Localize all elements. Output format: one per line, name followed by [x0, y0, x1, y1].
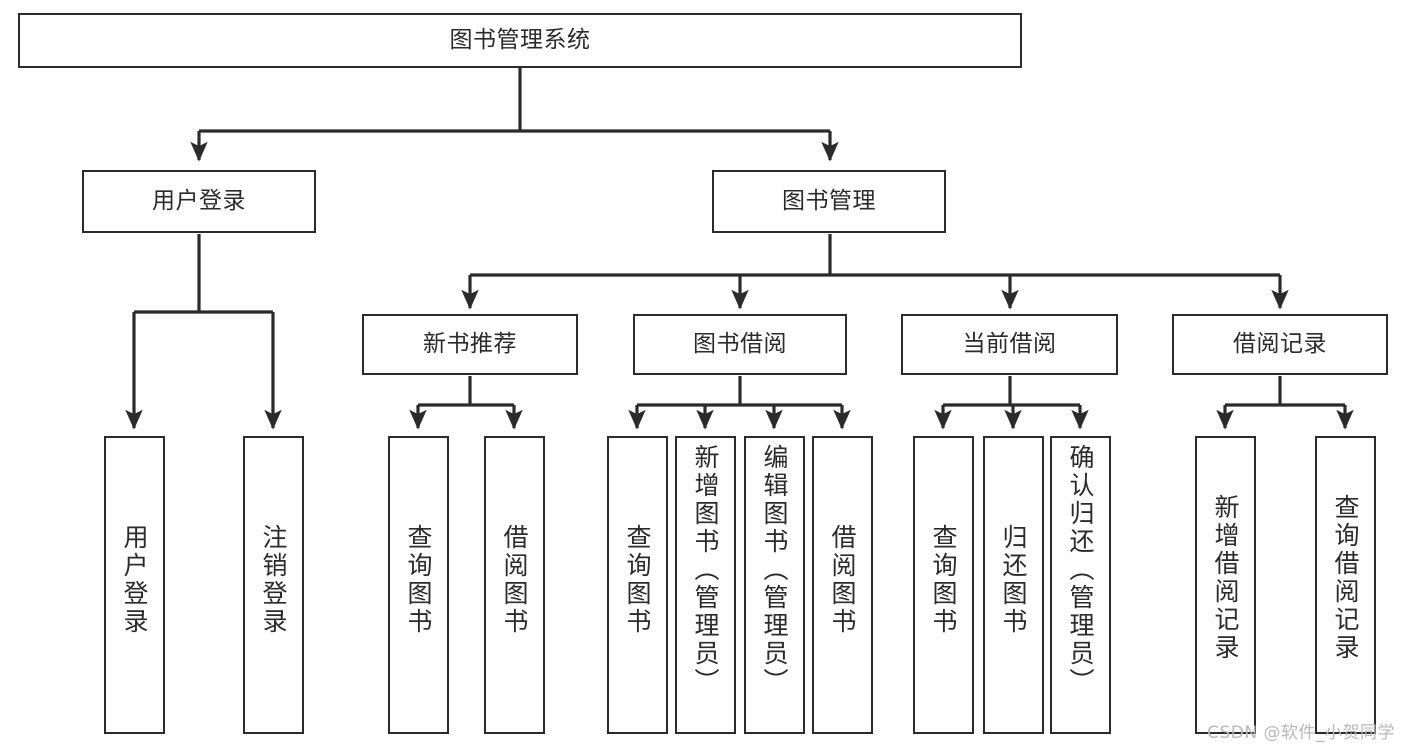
node-label: 确认归还（管理员）: [1066, 444, 1095, 696]
node-label: 图书借阅: [693, 330, 787, 357]
node-new-book-rec[interactable]: 新书推荐: [362, 314, 578, 375]
node-label: 图书管理系统: [449, 26, 591, 53]
node-label: 查询借阅记录: [1331, 494, 1360, 662]
node-leaf-add-book[interactable]: 新增图书（管理员）: [675, 436, 736, 734]
node-label: 图书管理: [782, 187, 876, 214]
csdn-watermark: CSDN @软件_小贺同学: [1207, 723, 1395, 743]
node-label: 注销登录: [259, 524, 288, 636]
node-leaf-borrow-book-1[interactable]: 借阅图书: [484, 436, 545, 734]
node-label: 查询图书: [929, 524, 958, 636]
node-user-login[interactable]: 用户登录: [82, 170, 316, 233]
node-book-manage[interactable]: 图书管理: [712, 170, 946, 233]
node-label: 新增图书（管理员）: [691, 444, 720, 696]
node-label: 新书推荐: [423, 330, 517, 357]
node-leaf-query-book-1[interactable]: 查询图书: [388, 436, 449, 734]
node-leaf-logout-login[interactable]: 注销登录: [243, 436, 304, 734]
node-leaf-confirm-return[interactable]: 确认归还（管理员）: [1050, 436, 1111, 734]
node-label: 用户登录: [152, 187, 246, 214]
node-leaf-query-book-3[interactable]: 查询图书: [913, 436, 974, 734]
node-leaf-query-book-2[interactable]: 查询图书: [607, 436, 668, 734]
node-label: 新增借阅记录: [1211, 494, 1240, 662]
node-leaf-add-record[interactable]: 新增借阅记录: [1195, 436, 1256, 734]
node-leaf-edit-book[interactable]: 编辑图书（管理员）: [744, 436, 805, 734]
node-label: 当前借阅: [962, 330, 1057, 357]
node-label: 编辑图书（管理员）: [760, 444, 789, 696]
node-current-borrow[interactable]: 当前借阅: [901, 314, 1118, 375]
node-label: 借阅图书: [500, 524, 529, 636]
node-label: 归还图书: [999, 524, 1028, 636]
node-root-system[interactable]: 图书管理系统: [18, 13, 1022, 68]
node-book-borrow[interactable]: 图书借阅: [633, 314, 847, 375]
node-leaf-borrow-book-2[interactable]: 借阅图书: [812, 436, 873, 734]
node-label: 查询图书: [404, 524, 433, 636]
node-leaf-return-book[interactable]: 归还图书: [983, 436, 1044, 734]
node-label: 借阅图书: [828, 524, 857, 636]
node-borrow-record[interactable]: 借阅记录: [1172, 314, 1388, 375]
node-leaf-user-login[interactable]: 用户登录: [104, 436, 165, 734]
node-label: 查询图书: [623, 524, 652, 636]
node-label: 借阅记录: [1233, 330, 1327, 357]
node-label: 用户登录: [120, 524, 149, 636]
node-leaf-query-record[interactable]: 查询借阅记录: [1315, 436, 1376, 734]
